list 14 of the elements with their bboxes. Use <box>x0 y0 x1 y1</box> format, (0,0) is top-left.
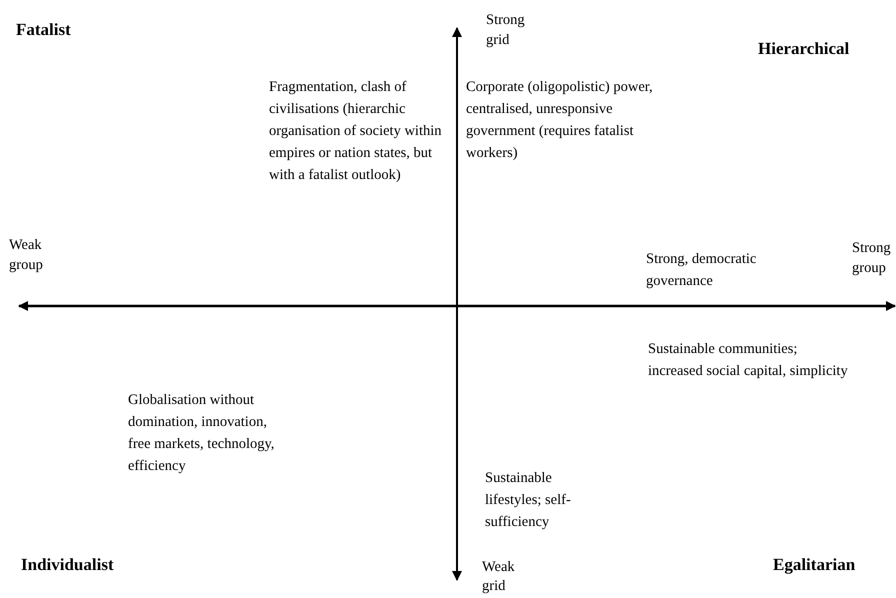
quadrant-description: Globalisation without domination, innovation, free markets, technology, efficiency <box>128 391 276 476</box>
quadrant-label: Egalitarian <box>773 555 856 575</box>
quadrant-description: Fragmentation, clash of civilisations (hierarchic organisation of society within empires or nation states, but with a fatalist outlook) <box>269 78 442 185</box>
axis-label: Strong group <box>852 239 892 278</box>
quadrant-description: Strong, democratic governance <box>646 250 758 291</box>
quadrant-label: Hierarchical <box>758 39 850 59</box>
quadrant-description: Corporate (oligopolistic) power, centralised, unresponsive government (requires fatalist workers) <box>466 78 654 163</box>
axis-label: Strong grid <box>486 11 526 50</box>
axis-label: Weak group <box>9 236 44 275</box>
axis-label: Weak grid <box>482 558 516 596</box>
quadrant-label: Fatalist <box>16 20 71 40</box>
quadrant-label: Individualist <box>21 555 114 575</box>
quadrant-description: Sustainable communities; increased social capital, simplicity <box>648 340 848 381</box>
quadrant-description: Sustainable lifestyles; self-sufficiency <box>485 469 572 532</box>
